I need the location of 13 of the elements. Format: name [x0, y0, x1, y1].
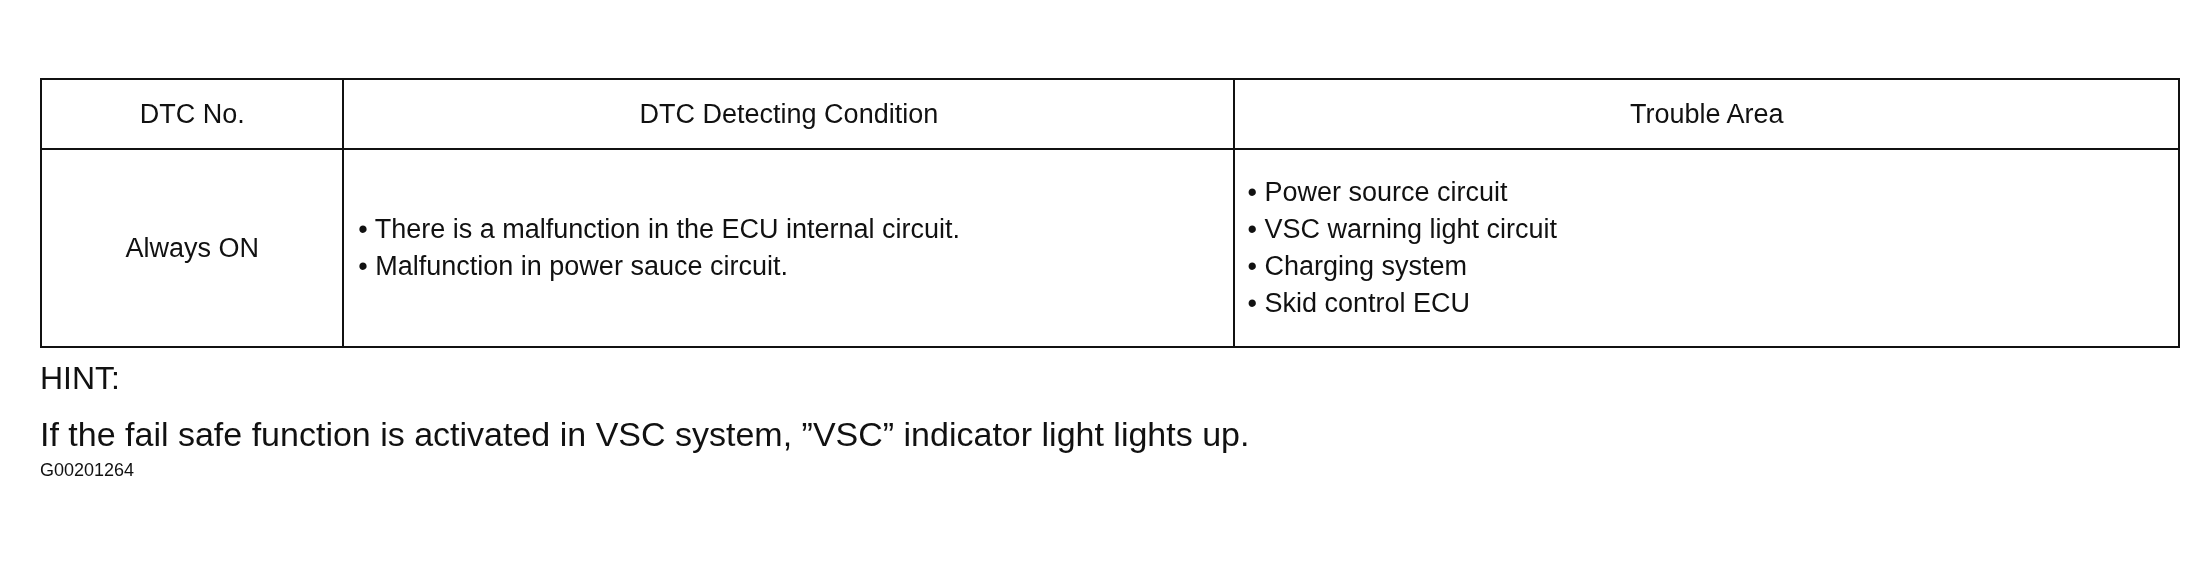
- hint-heading: HINT:: [40, 360, 121, 397]
- hint-text: If the fail safe function is activated in VSC system, ”VSC” indicator light lights up.: [40, 415, 1251, 454]
- cell-text: Always ON: [124, 231, 260, 265]
- list-item: • Power source circuit: [1247, 176, 1509, 209]
- column-header: DTC No.: [41, 79, 344, 149]
- list-item: • Charging system: [1247, 250, 1468, 283]
- list-item: • Skid control ECU: [1247, 287, 1471, 320]
- column-header: Trouble Area: [1234, 79, 2179, 149]
- list-item: • VSC warning light circuit: [1247, 213, 1559, 246]
- list-item: • Malfunction in power sauce circuit.: [358, 250, 789, 283]
- list-item: • There is a malfunction in the ECU internal circuit.: [358, 213, 961, 246]
- column-header: DTC Detecting Condition: [343, 79, 1235, 149]
- figure-code: G00201264: [40, 460, 136, 481]
